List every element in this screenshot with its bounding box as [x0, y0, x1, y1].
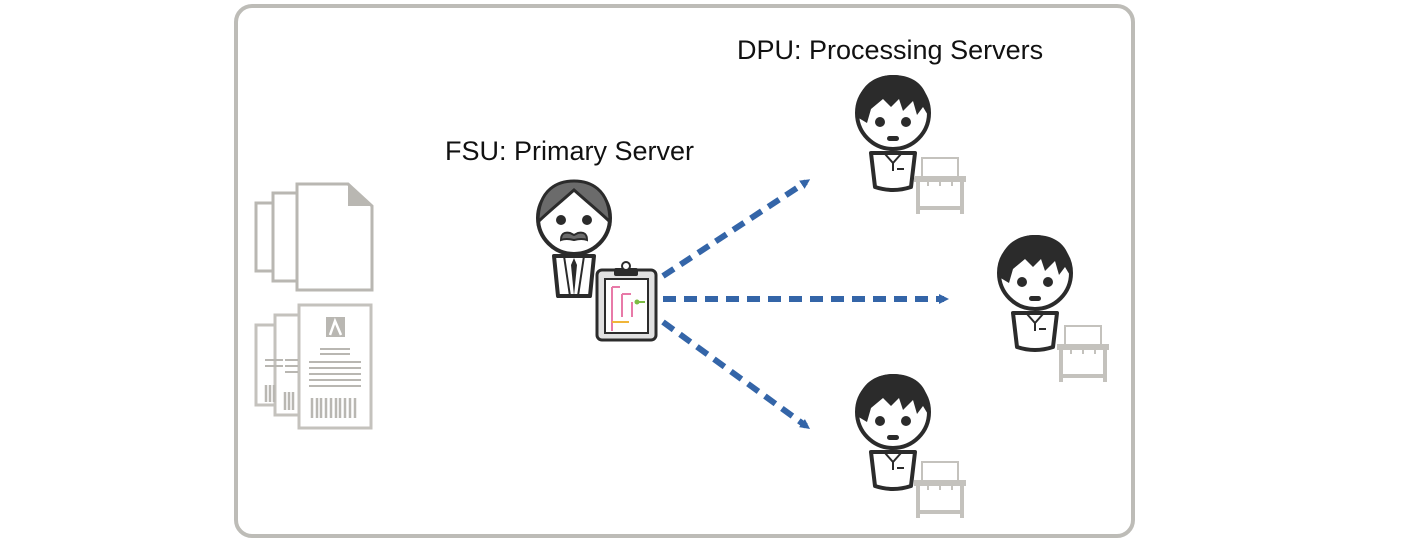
processing-server-person-icon — [854, 73, 1074, 491]
fsu-label: FSU: Primary Server — [445, 136, 695, 166]
printer-icon — [912, 156, 1111, 520]
diagram-frame — [234, 4, 1135, 538]
arrow-to-dpu-top — [661, 179, 811, 279]
primary-server-person-icon — [536, 179, 612, 298]
pdf-document-stack-icon — [254, 303, 373, 430]
dpu-label: DPU: Processing Servers — [737, 35, 1044, 65]
arrows — [661, 179, 949, 429]
arrow-to-dpu-bottom — [661, 319, 811, 429]
document-stack-icon — [254, 182, 374, 292]
clipboard-icon — [595, 261, 658, 342]
